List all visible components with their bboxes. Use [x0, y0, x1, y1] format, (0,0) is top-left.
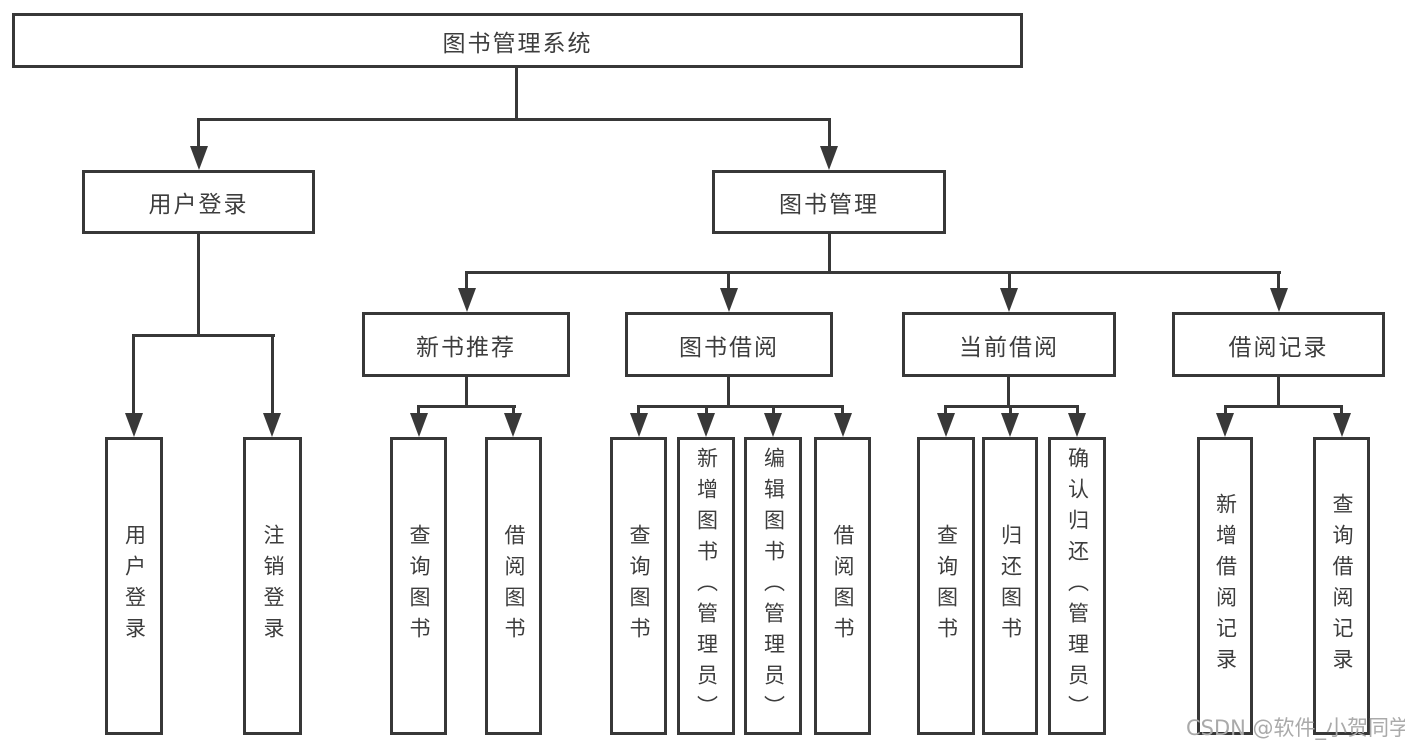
leaf-user-login: 用户登录	[105, 437, 163, 735]
leaf-query-borrow-record: 查询借阅记录	[1313, 437, 1370, 735]
connector-line	[417, 405, 516, 408]
leaf-borrow-books-recommend-label: 借阅图书	[502, 524, 526, 648]
arrow-down	[1000, 288, 1018, 312]
connector-line	[1224, 405, 1343, 408]
leaf-add-borrow-record-label: 新增借阅记录	[1213, 493, 1238, 679]
leaf-logout: 注销登录	[243, 437, 302, 735]
connector-line	[465, 271, 468, 293]
arrow-down	[1216, 413, 1234, 437]
arrow-down	[125, 413, 143, 437]
connector-line	[1007, 376, 1010, 407]
arrow-down	[834, 413, 852, 437]
connector-line	[772, 405, 775, 417]
leaf-query-books-recommend: 查询图书	[390, 437, 447, 735]
connector-line	[197, 118, 200, 152]
arrow-down	[458, 288, 476, 312]
connector-line	[637, 405, 844, 408]
connector-line	[1277, 376, 1280, 407]
leaf-query-books-borrow: 查询图书	[610, 437, 667, 735]
connector-line	[727, 376, 730, 407]
arrow-down	[630, 413, 648, 437]
connector-line	[637, 405, 640, 417]
node-user-login-label: 用户登录	[148, 192, 249, 218]
node-root: 图书管理系统	[12, 13, 1023, 68]
leaf-borrow-books-borrow: 借阅图书	[814, 437, 871, 735]
leaf-query-books-borrow-label: 查询图书	[627, 524, 651, 648]
arrow-down	[410, 413, 428, 437]
leaf-query-books-recommend-label: 查询图书	[407, 524, 431, 648]
arrow-down	[1333, 413, 1351, 437]
leaf-confirm-return-admin: 确认归还（管理员）	[1048, 437, 1106, 735]
arrow-down	[764, 413, 782, 437]
connector-line	[1224, 405, 1227, 417]
connector-line	[132, 334, 135, 419]
connector-line	[944, 405, 947, 417]
node-root-label: 图书管理系统	[442, 30, 593, 57]
connector-line	[1277, 271, 1280, 293]
arrow-down	[1068, 413, 1086, 437]
leaf-edit-book-admin-label: 编辑图书（管理员）	[761, 446, 786, 726]
connector-line	[1008, 271, 1011, 293]
arrow-down	[937, 413, 955, 437]
connector-line	[512, 405, 515, 417]
connector-line	[1340, 405, 1343, 417]
leaf-return-book: 归还图书	[982, 437, 1038, 735]
node-user-login: 用户登录	[82, 170, 315, 234]
node-new-book-recommend-label: 新书推荐	[416, 334, 516, 361]
leaf-borrow-books-recommend: 借阅图书	[485, 437, 542, 735]
node-book-management: 图书管理	[712, 170, 946, 234]
connector-line	[465, 271, 1281, 274]
arrow-down	[190, 146, 208, 170]
arrow-down	[720, 288, 738, 312]
connector-line	[705, 405, 708, 417]
connector-line	[515, 66, 518, 121]
connector-line	[417, 405, 420, 417]
leaf-add-book-admin: 新增图书（管理员）	[677, 437, 735, 735]
leaf-logout-label: 注销登录	[261, 524, 285, 648]
arrow-down	[263, 413, 281, 437]
arrow-down	[504, 413, 522, 437]
leaf-query-books-current: 查询图书	[917, 437, 975, 735]
node-book-management-label: 图书管理	[779, 192, 879, 218]
connector-line	[841, 405, 844, 417]
node-borrow-records: 借阅记录	[1172, 312, 1385, 377]
connector-line	[271, 334, 274, 419]
node-current-borrow: 当前借阅	[902, 312, 1116, 377]
connector-line	[828, 233, 831, 274]
node-current-borrow-label: 当前借阅	[959, 334, 1059, 361]
leaf-add-book-admin-label: 新增图书（管理员）	[694, 446, 719, 726]
leaf-add-borrow-record: 新增借阅记录	[1197, 437, 1253, 735]
connector-line	[828, 118, 831, 152]
connector-line	[1009, 405, 1012, 417]
arrow-down	[1001, 413, 1019, 437]
leaf-query-borrow-record-label: 查询借阅记录	[1330, 493, 1354, 679]
connector-line	[197, 233, 200, 337]
arrow-down	[820, 146, 838, 170]
connector-line	[132, 334, 275, 337]
leaf-return-book-label: 归还图书	[998, 524, 1023, 648]
connector-line	[1076, 405, 1079, 417]
connector-line	[465, 376, 468, 407]
arrow-down	[1270, 288, 1288, 312]
leaf-user-login-label: 用户登录	[122, 524, 147, 648]
csdn-watermark: CSDN @软件_小贺同学	[1186, 716, 1405, 740]
leaf-confirm-return-admin-label: 确认归还（管理员）	[1065, 446, 1090, 726]
leaf-borrow-books-borrow-label: 借阅图书	[831, 524, 855, 648]
connector-line	[727, 271, 730, 293]
node-book-borrow-label: 图书借阅	[679, 334, 779, 361]
connector-line	[197, 118, 831, 121]
leaf-edit-book-admin: 编辑图书（管理员）	[744, 437, 802, 735]
leaf-query-books-current-label: 查询图书	[934, 524, 959, 648]
arrow-down	[697, 413, 715, 437]
node-new-book-recommend: 新书推荐	[362, 312, 570, 377]
node-book-borrow: 图书借阅	[625, 312, 833, 377]
node-borrow-records-label: 借阅记录	[1228, 334, 1329, 361]
